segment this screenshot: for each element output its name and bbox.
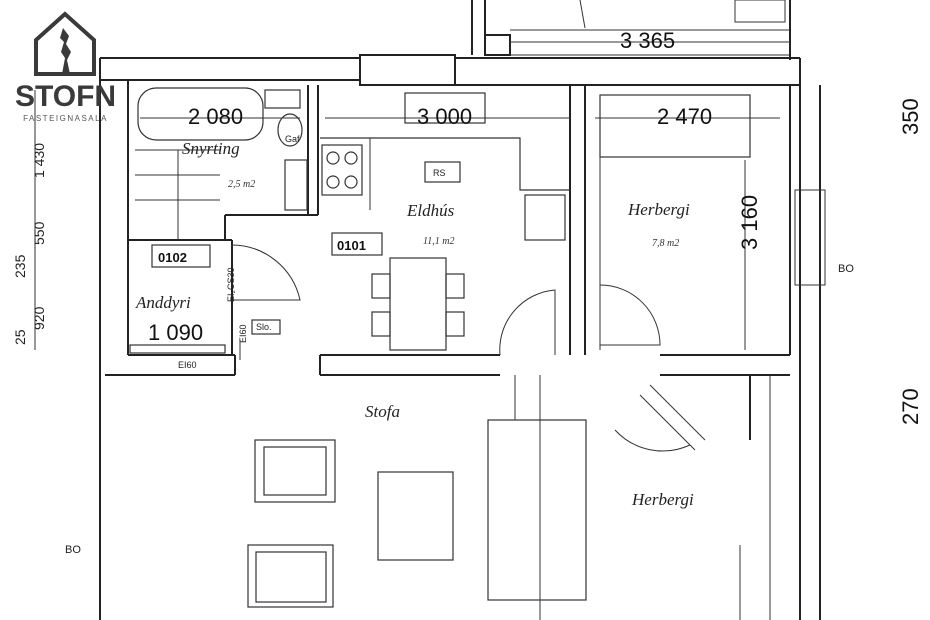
label-slo: Slo. [256,322,272,332]
code-anddyri: 0102 [158,250,187,265]
misc-labels: BO BO Gaf EI₂CS30 EI60 EI60 Slo. [65,134,854,556]
room-herbergi-top: Herbergi [627,200,690,219]
code-eldhus: 0101 [337,238,366,253]
dim-herbergi-width: 2 470 [657,104,712,129]
area-eldhus: 11,1 m2 [423,236,454,247]
badge-eldhus: RS [433,168,446,178]
label-bo-left: BO [65,544,81,556]
dim-left-550: 550 [31,221,47,245]
area-snyrting: 2,5 m2 [228,179,255,190]
room-snyrting: Snyrting [182,139,240,158]
room-anddyri: Anddyri [135,293,191,312]
dim-top: 3 365 [620,28,675,53]
room-eldhus: Eldhús [406,201,455,220]
label-ei60-bottom: EI60 [178,360,197,370]
room-labels: Snyrting 2,5 m2 Eldhús 11,1 m2 Herbergi … [135,139,694,509]
dim-left-25: 25 [12,329,28,345]
dim-herbergi-height: 3 160 [737,195,762,250]
walls [99,0,826,620]
label-bo-right: BO [838,263,854,275]
room-stofa: Stofa [365,402,400,421]
dim-right-270: 270 [898,388,923,425]
logo-tagline: FASTEIGNASALA [23,114,108,123]
dim-eldhus-width: 3 000 [417,104,472,129]
label-ei60: EI60 [238,324,248,343]
stofn-logo: STOFN FASTEIGNASALA [8,8,123,128]
furniture [129,87,751,608]
dimension-lines: 3 365 2 080 3 000 2 470 1 090 3 160 350 … [12,28,923,425]
logo-name: STOFN [14,80,117,113]
dim-left-1430: 1 430 [31,143,47,178]
dim-left-920: 920 [31,306,47,330]
area-herbergi-top: 7,8 m2 [652,238,679,249]
room-herbergi-bottom: Herbergi [631,490,694,509]
house-logo-icon [34,11,96,76]
room-codes: 0102 0101 RS [151,161,461,268]
dim-left-235: 235 [12,254,28,278]
dim-anddyri-width: 1 090 [148,320,203,345]
doors [231,244,706,452]
dim-right-350: 350 [898,98,923,135]
label-door-code: EI₂CS30 [226,267,236,302]
dim-snyrting-width: 2 080 [188,104,243,129]
label-gaf: Gaf [285,134,300,144]
